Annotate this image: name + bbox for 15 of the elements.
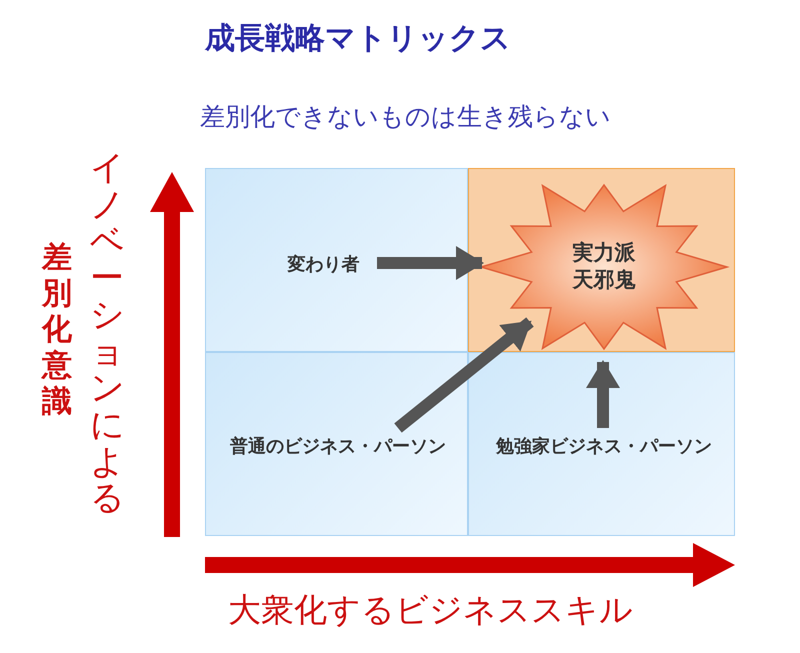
quadrant-cell	[205, 352, 468, 536]
quadrant-label: 勉強家ビジネス・パーソン	[496, 435, 712, 458]
subtitle: 差別化できないものは生き残らない	[200, 101, 611, 133]
quadrant-label: 普通のビジネス・パーソン	[230, 435, 446, 458]
title: 成長戦略マトリックス	[205, 20, 511, 58]
node-label: 実力派天邪鬼	[571, 240, 636, 294]
arrow	[586, 360, 620, 428]
quadrant-label: 変わり者	[288, 253, 360, 276]
axis-label: 大衆化するビジネススキル	[228, 589, 633, 631]
quadrant-cell	[205, 168, 468, 352]
arrow	[394, 317, 534, 433]
axis-label: イノベーションによる	[90, 150, 124, 518]
quadrant-cell	[468, 352, 735, 536]
arrow	[377, 246, 484, 280]
axis-label: 差別化意識	[42, 240, 72, 420]
